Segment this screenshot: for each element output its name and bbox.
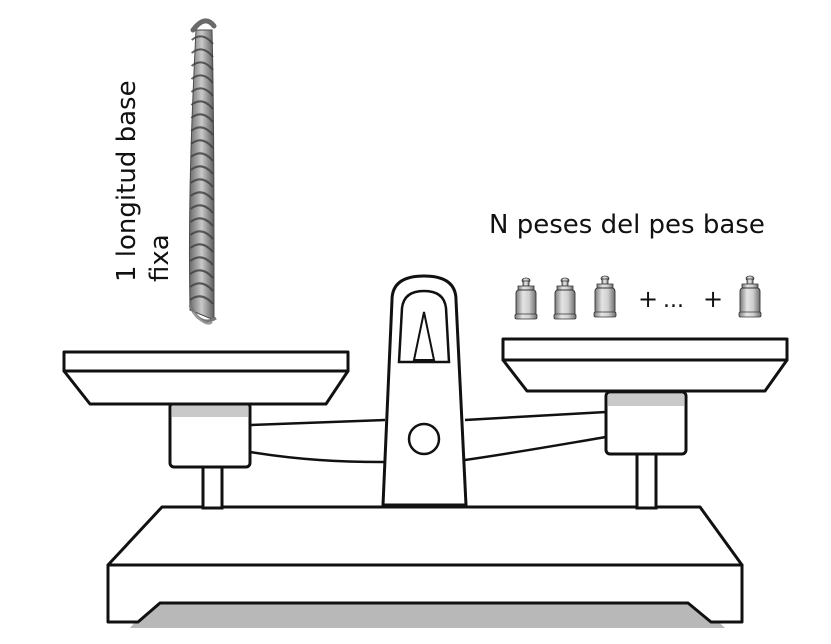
rope-image — [188, 18, 217, 325]
base-shadow — [130, 604, 725, 628]
weights-caption: N peses del pes base — [489, 210, 765, 240]
rope-caption-line1: 1 longitud base — [112, 80, 142, 282]
right-pan — [501, 337, 789, 393]
left-support — [168, 401, 252, 510]
sequence-plus-2: + — [703, 285, 723, 313]
weight-2 — [553, 277, 577, 320]
pivot-knob — [407, 422, 441, 456]
central-pillar — [381, 274, 468, 507]
weight-1 — [514, 277, 538, 320]
scale-base — [106, 505, 744, 628]
base-front — [106, 563, 744, 624]
sequence-plus-1: + — [638, 285, 658, 313]
base-top — [106, 505, 744, 567]
sequence-ellipsis: ... — [663, 288, 684, 313]
balance-beam — [249, 410, 607, 464]
rope-caption-line2: fixa — [145, 234, 175, 282]
weight-n — [738, 275, 762, 318]
weight-3 — [593, 275, 617, 318]
right-support — [604, 390, 688, 510]
rope-caption: 1 longitud base fixa — [112, 80, 175, 282]
left-pan — [62, 350, 350, 406]
